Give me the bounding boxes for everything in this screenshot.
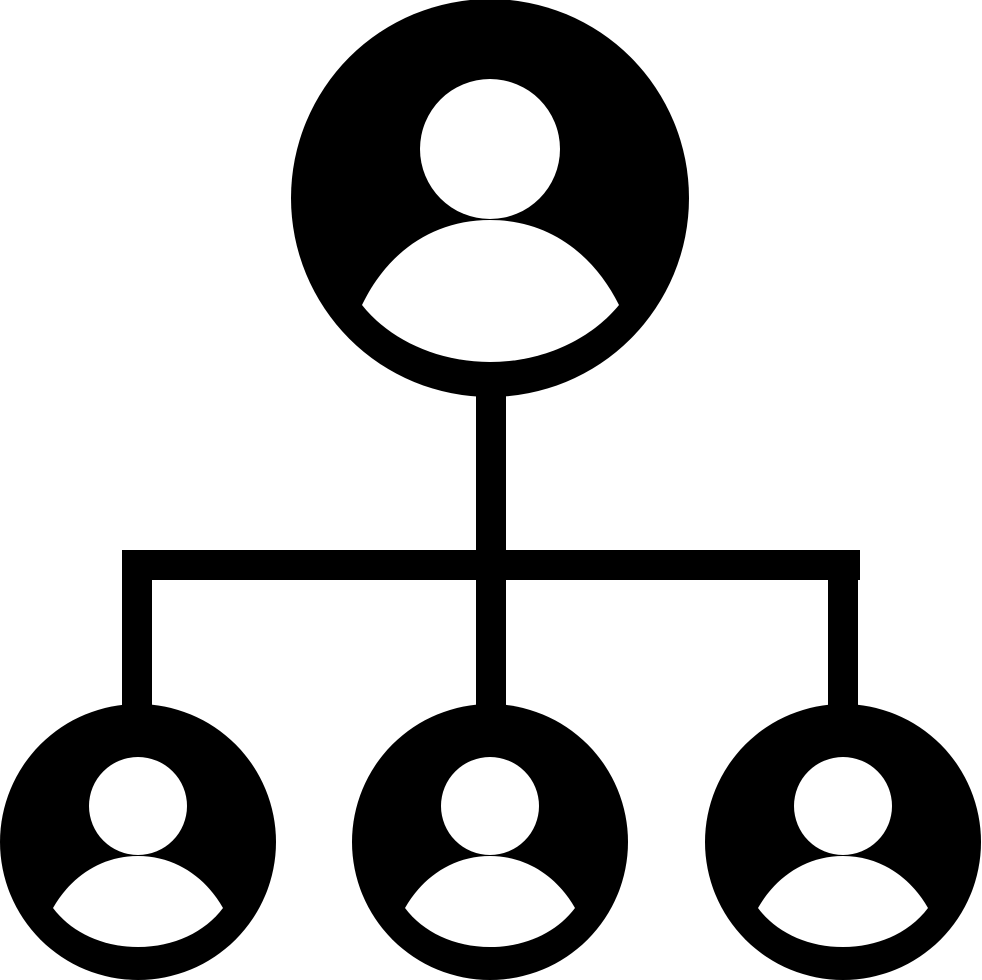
- child-user-node-left: [0, 704, 276, 980]
- parent-stem-connector: [476, 392, 506, 562]
- child-user-head-icon-left: [89, 757, 187, 855]
- parent-user-body-icon: [362, 220, 619, 362]
- middle-child-connector: [476, 550, 506, 708]
- child-user-body-icon-right: [758, 856, 928, 947]
- child-user-body-icon-left: [53, 856, 223, 947]
- child-user-head-icon-right: [794, 757, 892, 855]
- child-user-head-icon-middle: [441, 757, 539, 855]
- child-user-body-icon-middle: [405, 856, 575, 947]
- right-child-connector: [828, 550, 858, 708]
- child-user-node-middle: [352, 704, 628, 980]
- child-user-node-right: [705, 704, 981, 980]
- left-child-connector: [122, 550, 152, 708]
- hierarchy-connectors: [122, 392, 860, 708]
- parent-user-head-icon: [420, 79, 560, 219]
- parent-user-node: [291, 0, 689, 397]
